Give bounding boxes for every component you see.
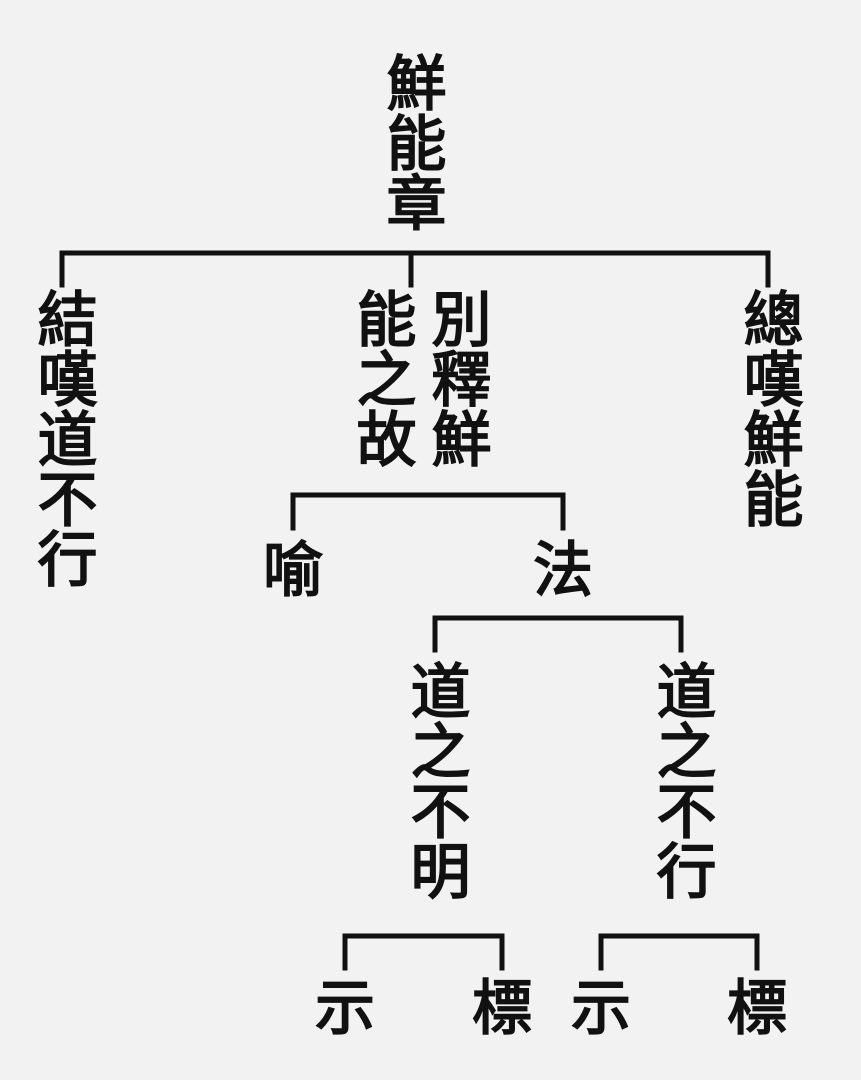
node-daozhi-buming: 道之不明 [400,660,470,900]
node-nengzhigu: 能之故 [346,288,416,468]
node-biao-right: 標 [727,974,787,1044]
node-bieshixian: 別釋鮮 [421,288,491,468]
root-node: 鮮能章 [376,52,446,232]
node-yu: 喻 [263,536,323,606]
node-jietan-daobuxing: 結嘆道不行 [27,288,97,588]
node-biao-left: 標 [472,974,532,1044]
node-shi-left: 示 [315,974,375,1044]
node-fa: 法 [533,536,593,606]
node-zongtan-xianneng: 總嘆鮮能 [733,288,803,528]
node-daozhi-buxing: 道之不行 [646,660,716,900]
node-shi-right: 示 [571,974,631,1044]
